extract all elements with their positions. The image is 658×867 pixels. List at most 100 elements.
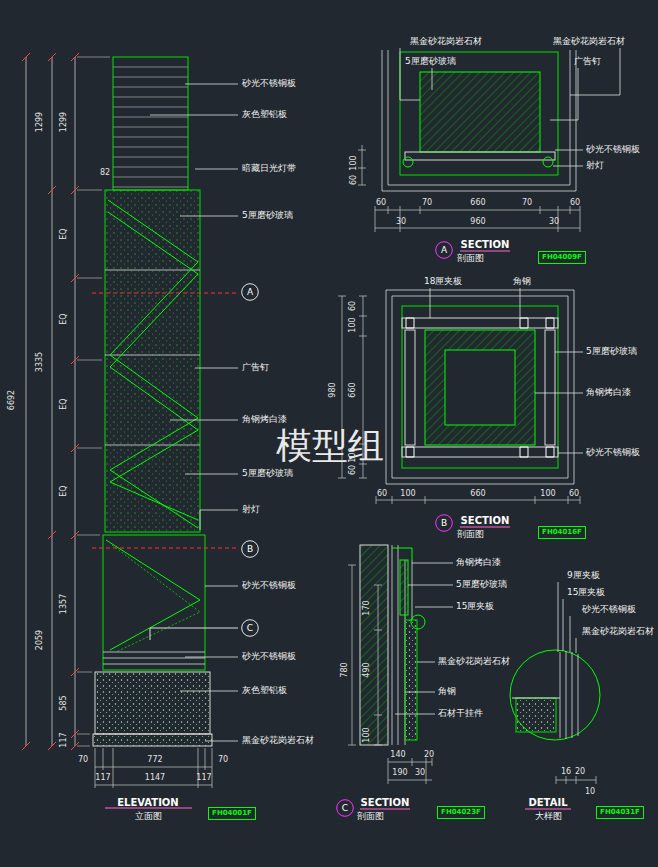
dimension-text: 60 [570,199,580,208]
cut-marker: A [241,283,259,301]
dimension-text: 60 [349,465,358,475]
callout-label: 石材干挂件 [438,709,483,719]
callout-label: 射灯 [586,161,604,171]
view-subtitle: 剖面图 [457,254,484,264]
dimension-text: 780 [341,662,350,677]
callout-label: 暗藏日光灯带 [242,164,296,174]
drawing-code-box: FH04009F [538,251,586,264]
dimension-text: 60 [350,175,359,185]
dimension-text: 660 [470,490,485,499]
dimension-text: 2059 [36,630,45,650]
dimension-text: 170 [363,600,372,615]
section-title-marker: A [435,241,453,259]
callout-label: 砂光不锈铜板 [582,605,636,615]
dimension-text: 772 [147,756,162,765]
view-title: ELEVATION [117,797,178,808]
cut-marker: C [241,619,259,637]
dimension-text: 30 [396,218,406,227]
dimension-text: 140 [390,751,405,760]
section-title-marker: C [336,799,354,817]
dimension-text: 70 [218,756,228,765]
dimension-text: EQ [60,228,69,239]
drawing-code-box: FH04001F [208,807,256,820]
callout-label: 15厘夹板 [567,588,605,598]
dimension-text: 60 [569,490,579,499]
dimension-text: 117 [95,774,110,783]
dimension-text: 980 [329,382,338,397]
dimension-text: EQ [60,485,69,496]
dimension-text: 82 [100,169,110,178]
dimension-text: 3335 [36,352,45,372]
callout-label: 5厘磨砂玻璃 [242,469,293,479]
view-subtitle: 剖面图 [457,530,484,540]
callout-label: 灰色塑铝板 [242,686,287,696]
dimension-text: 960 [470,218,485,227]
watermark: 模型组 [276,426,384,466]
callout-label: 角钢烤白漆 [586,388,631,398]
section-letter: B [435,514,453,532]
dimension-text: 30 [549,218,559,227]
dimension-text: 30 [415,769,425,778]
callout-label: 广告钉 [574,57,601,67]
callout-label: 角钢烤白漆 [456,558,501,568]
callout-label: 5厘磨砂玻璃 [586,347,637,357]
dimension-text: 6692 [8,390,17,410]
callout-label: 黑金砂花岗岩石材 [438,657,510,667]
drawing-code: FH04031F [600,808,640,817]
section-letter: A [435,241,453,259]
dimension-text: 117 [196,774,211,783]
drawing-code: FH04009F [542,253,582,262]
dimension-text: 660 [470,199,485,208]
callout-label: 灰色塑铝板 [242,110,287,120]
dimension-text: EQ [60,398,69,409]
dimension-text: 60 [376,199,386,208]
dimension-text: 100 [349,317,358,332]
dimension-text: 1147 [145,774,165,783]
dimension-text: 117 [60,732,69,747]
dimension-text: 1299 [60,112,69,132]
dimension-text: 70 [522,199,532,208]
dimension-text: 70 [422,199,432,208]
callout-label: 角钢烤白漆 [242,415,287,425]
dimension-text: 100 [350,155,359,170]
dimension-text: 100 [400,490,415,499]
dimension-text: 10 [585,788,595,797]
view-title: SECTION [461,239,510,250]
callout-label: 砂光不锈铜板 [586,448,640,458]
dimension-text: 70 [78,756,88,765]
dimension-text: 490 [363,662,372,677]
section-letter: B [241,540,259,558]
view-title: SECTION [461,515,510,526]
callout-label: 9厘夹板 [567,571,600,581]
drawing-code: FH04001F [212,809,252,818]
dimension-text: 60 [377,490,387,499]
callout-label: 黑金砂花岗岩石材 [242,736,314,746]
dimension-text: 1299 [36,112,45,132]
callout-label: 广告钉 [242,363,269,373]
view-subtitle: 立面图 [135,812,162,822]
section-letter: A [241,283,259,301]
dimension-text: 20 [575,768,585,777]
callout-label: 角钢 [513,277,531,287]
drawing-code: FH04023F [441,808,481,817]
view-title: SECTION [361,797,410,808]
dimension-text: 60 [349,301,358,311]
callout-label: 射灯 [242,505,260,515]
section-letter: C [241,619,259,637]
callout-label: 砂光不锈铜板 [242,652,296,662]
callout-label: 5厘磨砂玻璃 [456,580,507,590]
drawing-code-box: FH04031F [596,806,644,819]
view-subtitle: 剖面图 [357,812,384,822]
callout-label: 5厘磨砂玻璃 [242,211,293,221]
dimension-text: 1357 [60,594,69,614]
view-subtitle: 大样图 [535,812,562,822]
callout-label: 18厘夹板 [424,277,462,287]
dimension-text: 100 [349,447,358,462]
dimension-text: 100 [540,490,555,499]
callout-label: 砂光不锈铜板 [242,581,296,591]
callout-label: 15厘夹板 [456,602,494,612]
dimension-text: 190 [392,769,407,778]
view-title: DETAIL [528,797,567,808]
section-letter: C [336,799,354,817]
